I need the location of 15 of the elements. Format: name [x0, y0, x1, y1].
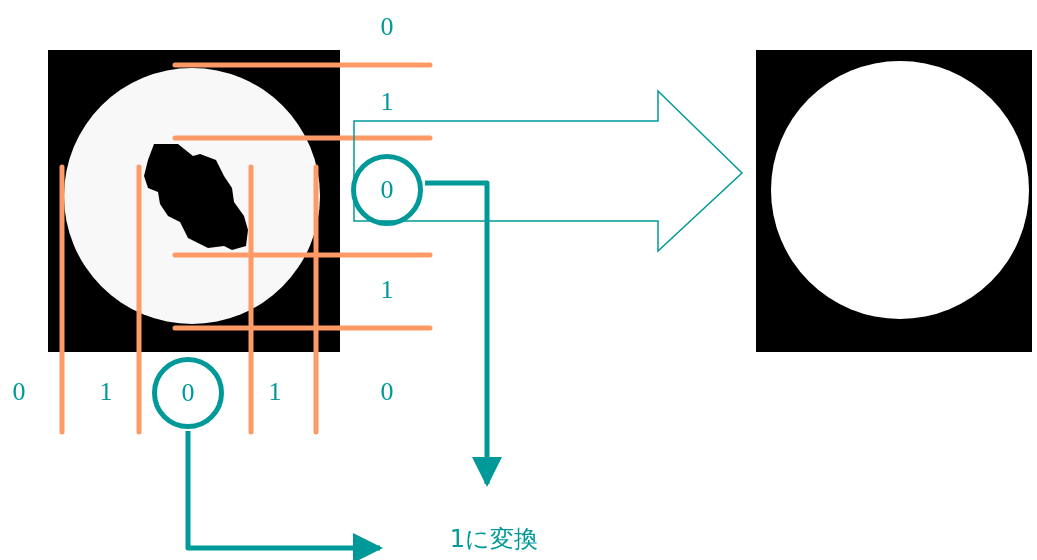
binary-image-drawing [48, 50, 340, 352]
digit-label: 1 [99, 379, 113, 405]
digit-label: 1 [380, 277, 394, 303]
arrow [425, 180, 502, 487]
digit-label: 1 [268, 379, 282, 405]
binary-image-drawing [756, 50, 1032, 352]
circled-digit: 0 [152, 357, 224, 429]
arrow [185, 431, 383, 560]
digit-label: 0 [12, 379, 26, 405]
digit-label: 0 [380, 379, 394, 405]
digit-label: 0 [380, 14, 394, 40]
block-arrow [353, 89, 744, 253]
circled-digit: 0 [351, 154, 423, 226]
note-text: 1に変換 [434, 520, 554, 558]
digit-label: 1 [380, 89, 394, 115]
